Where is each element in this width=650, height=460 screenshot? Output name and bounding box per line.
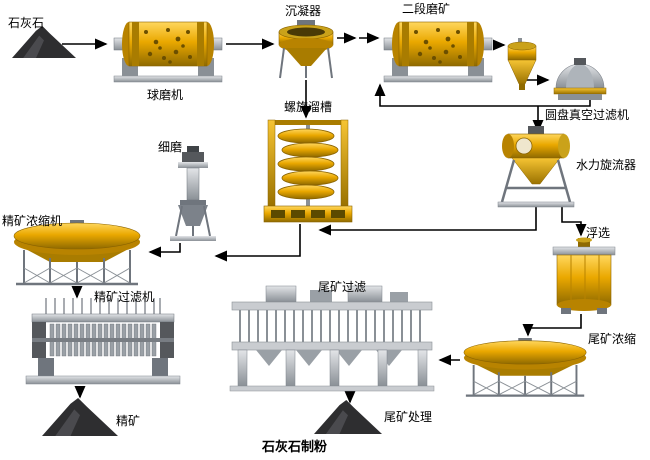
label-ball-mill: 球磨机 <box>147 88 184 102</box>
disc-vacuum-filter <box>553 58 607 100</box>
arrow-flotation-to-tailthickener <box>522 314 582 337</box>
label-hydrocyclone: 水力旋流器 <box>576 158 637 172</box>
concentrate-thickener <box>12 218 142 286</box>
flotation-cell <box>552 237 616 314</box>
arrow-hydrocyclone-to-flotation <box>561 207 587 237</box>
label-concentrate-filter: 精矿过滤机 <box>94 290 155 304</box>
label-second-grinding: 二段磨矿 <box>402 2 451 16</box>
concentrate-pile <box>42 398 118 436</box>
fine-grinding-mill <box>170 146 216 241</box>
concentrate-filter-press <box>25 298 181 385</box>
label-disc-vacuum-filter: 圆盘真空过滤机 <box>545 108 630 122</box>
label-concentrate: 精矿 <box>116 414 141 428</box>
flow-arrows <box>62 32 591 404</box>
classifier-cyclone <box>507 38 537 90</box>
label-limestone: 石灰石 <box>8 16 45 30</box>
tailings-thickener <box>462 336 588 397</box>
ball-mill <box>113 21 223 83</box>
label-tailings-filter: 尾矿过滤 <box>318 280 367 294</box>
label-flotation: 浮选 <box>586 226 611 240</box>
label-tailings-treatment: 尾矿处理 <box>384 410 433 424</box>
label-concentrate-thickener: 精矿浓缩机 <box>2 214 63 228</box>
label-spiral-chute: 螺旋溜槽 <box>284 100 333 114</box>
tailings-pile <box>314 400 382 434</box>
second-grinding-mill <box>383 21 493 83</box>
label-fine-grinding: 细磨 <box>158 140 183 154</box>
spiral-chute <box>263 119 353 223</box>
arrow-finegrinding-to-concthickener <box>148 243 181 258</box>
label-tailings-thickener: 尾矿浓缩 <box>588 332 637 346</box>
tailings-filter-plant <box>229 285 435 392</box>
arrow-spiralchute-to-finegrinding <box>214 224 301 262</box>
hydrocyclone <box>497 126 575 208</box>
diagram-title: 石灰石制粉 <box>262 440 328 455</box>
limestone-pile <box>12 26 76 58</box>
label-settler: 沉凝器 <box>285 4 322 18</box>
arrow-discfilter-recycle-to-secondmill <box>374 83 591 107</box>
settler <box>278 20 334 79</box>
arrow-hydrocyclone-to-spiralchute <box>318 207 537 236</box>
